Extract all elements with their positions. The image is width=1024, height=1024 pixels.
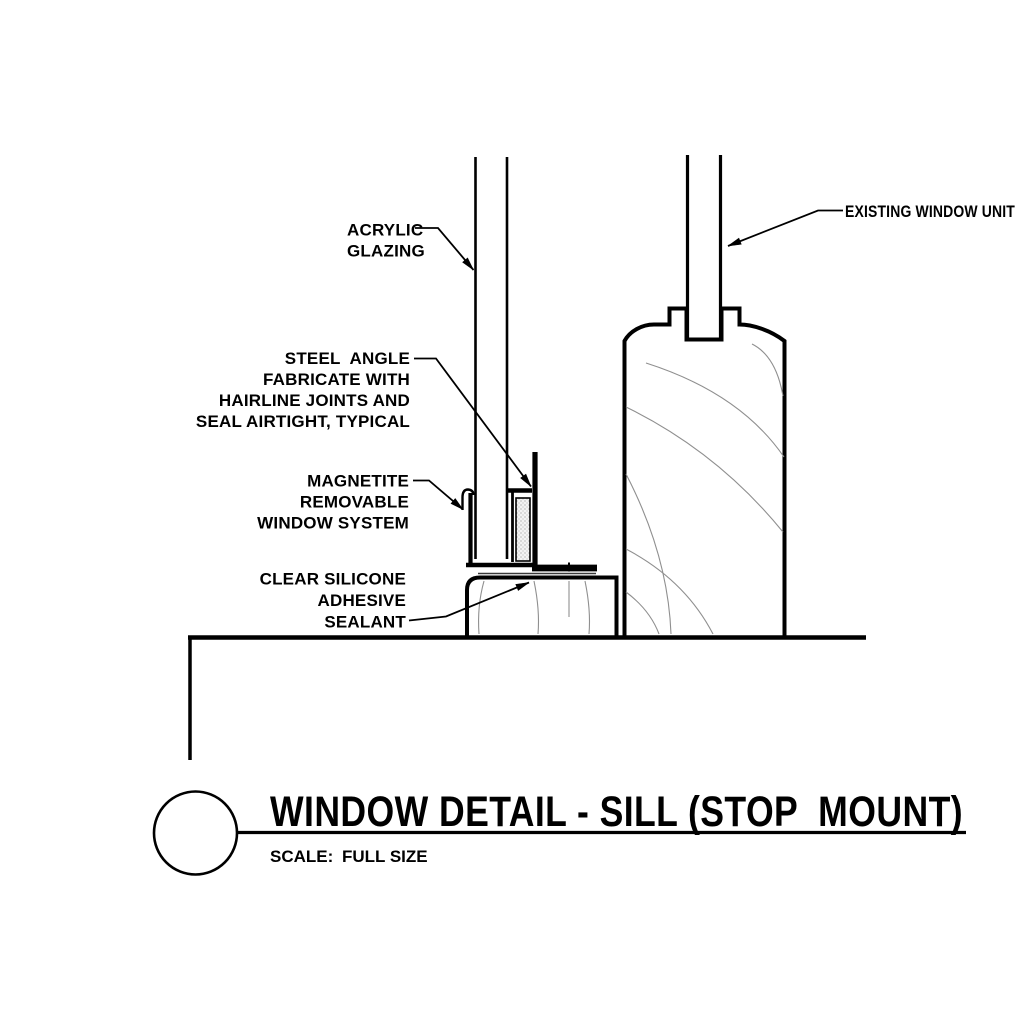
steel-angle-leader	[414, 357, 532, 488]
detail-reference-bubble	[152, 790, 239, 876]
silicone-sealant-label: CLEAR SILICONE	[260, 570, 406, 589]
acrylic-glazing-lines	[474, 157, 509, 559]
wood-grain-line	[625, 548, 714, 635]
section-geometry	[188, 155, 866, 760]
wood-grain-line	[625, 473, 672, 635]
annotation-labels: ACRYLIC GLAZING STEEL ANGLE FABRICATE WI…	[196, 202, 1015, 632]
acrylic-glazing-leader	[415, 227, 475, 271]
wood-grain-line	[533, 580, 540, 635]
existing-window-sash-lines	[685, 155, 723, 339]
title-block: WINDOW DETAIL - SILL (STOP MOUNT) SCALE:…	[152, 789, 966, 876]
magnet-strip	[515, 497, 531, 562]
magnetite-label: MAGNETITE	[307, 472, 409, 491]
existing-window-stool-profile	[622, 306, 787, 636]
wood-grain-line	[751, 343, 784, 397]
wood-grain-line	[645, 362, 785, 458]
wood-grain-line	[478, 580, 485, 635]
scale-value: FULL SIZE	[342, 847, 428, 866]
steel-angle-label: FABRICATE WITH	[263, 370, 410, 389]
acrylic-glazing-label: GLAZING	[347, 242, 425, 261]
steel-angle-label: STEEL ANGLE	[285, 349, 410, 368]
silicone-sealant-label: SEALANT	[324, 613, 406, 632]
steel-angle-label: SEAL AIRTIGHT, TYPICAL	[196, 412, 410, 431]
scale-label: SCALE:	[270, 847, 333, 866]
magnetite-label: REMOVABLE	[300, 493, 409, 512]
leader-lines	[408, 209, 843, 622]
existing-window-leader	[727, 209, 843, 247]
wood-stop-block	[465, 575, 619, 636]
magnetite-leader	[413, 479, 464, 511]
magnetite-label: WINDOW SYSTEM	[257, 514, 409, 533]
magnetite-channel-hook	[461, 488, 475, 510]
acrylic-glazing-label: ACRYLIC	[347, 221, 423, 240]
wood-grain-line	[625, 591, 660, 635]
wood-grain-line	[625, 406, 784, 533]
existing-window-label: EXISTING WINDOW UNIT	[845, 202, 1015, 221]
silicone-sealant-label: ADHESIVE	[317, 591, 406, 610]
steel-angle-label: HAIRLINE JOINTS AND	[219, 391, 410, 410]
drawing-title: WINDOW DETAIL - SILL (STOP MOUNT)	[270, 789, 963, 836]
silicone-sealant-leader	[408, 581, 530, 622]
wood-grain-line	[584, 580, 591, 635]
